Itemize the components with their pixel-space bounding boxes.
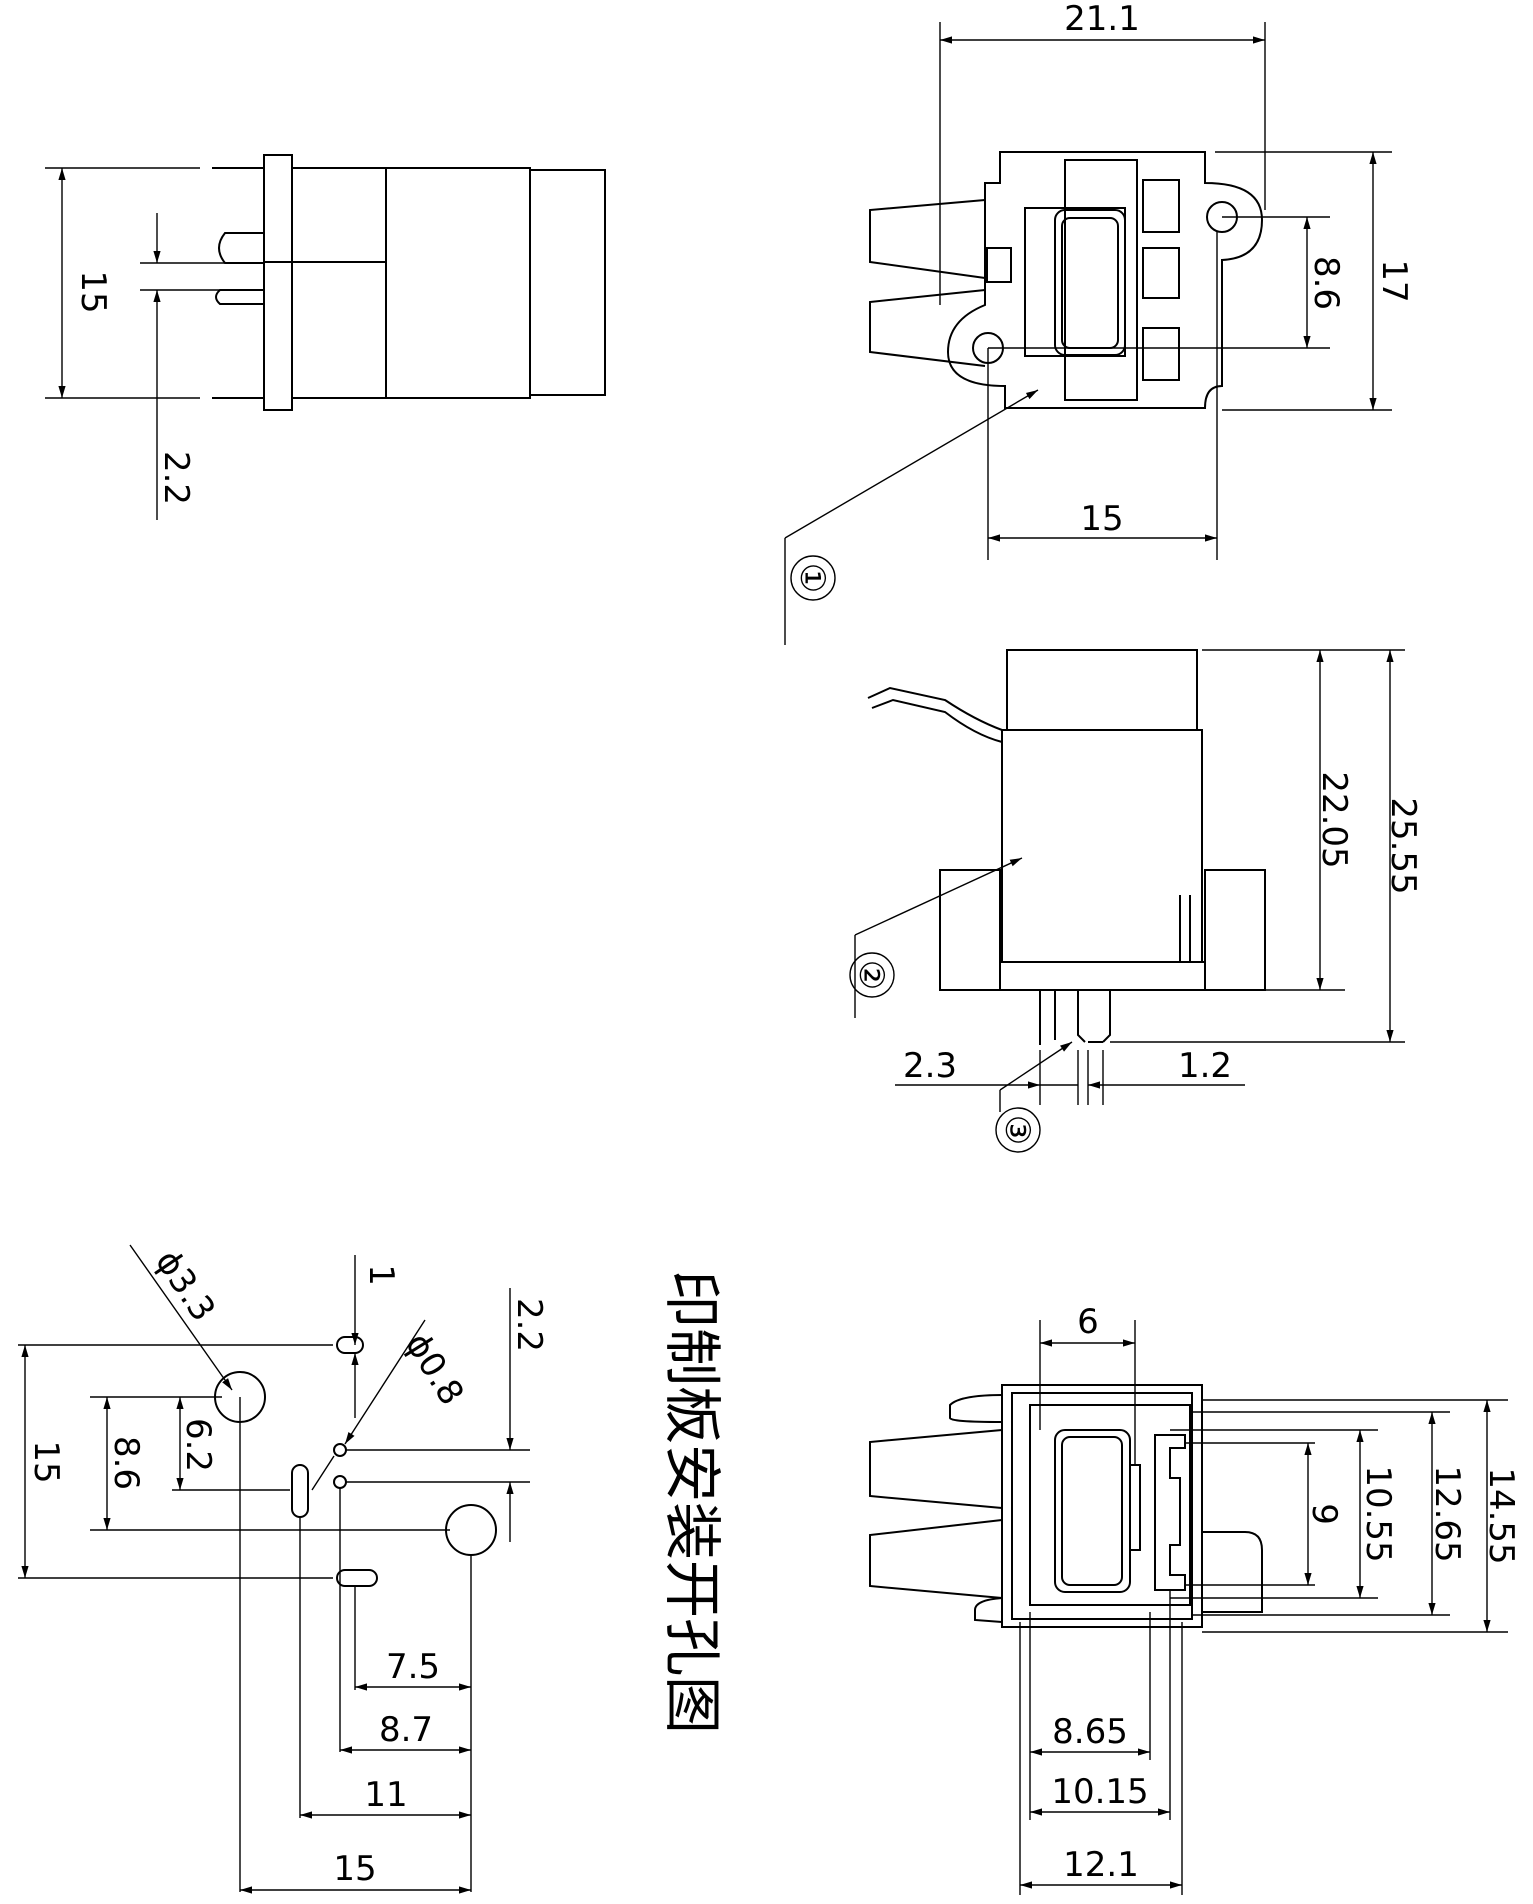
dim-pcb-hole-small: ϕ0.8 <box>397 1326 471 1412</box>
dim-top-span: 15 <box>1080 499 1123 539</box>
dim-pcb-height: 15 <box>26 1440 66 1483</box>
dim-panel-1015: 10.15 <box>1051 1772 1148 1812</box>
dim-panel-865: 8.65 <box>1052 1712 1128 1752</box>
dim-panel-121: 12.1 <box>1063 1845 1139 1885</box>
dim-front-pin-b: 1.2 <box>1178 1046 1232 1086</box>
panel-view: 6 9 10.55 12.65 14.55 8.65 10.15 12.1 <box>869 1302 1521 1895</box>
callout-3: ③ <box>997 1115 1037 1145</box>
dim-panel-1265: 12.65 <box>1427 1465 1467 1562</box>
dim-pcb-11: 11 <box>364 1775 407 1815</box>
dim-panel-1455: 14.55 <box>1481 1467 1521 1564</box>
dim-top-hole: 8.6 <box>1306 256 1346 310</box>
callout-2: ② <box>851 960 891 990</box>
dim-pcb-15: 15 <box>333 1849 376 1889</box>
callout-1: ① <box>792 563 832 593</box>
front-view: 22.05 25.55 2.3 1.2 ② ③ <box>849 649 1423 1153</box>
dim-pcb-75: 7.5 <box>386 1647 440 1687</box>
pcb-hole-title: 印制板安装开孔图 <box>658 1270 726 1734</box>
dim-pcb-gap: 2.2 <box>509 1298 549 1352</box>
pcb-hole-view: 15 8.6 6.2 ϕ3.3 ϕ0.8 1 2.2 7.5 8.7 11 15 <box>18 1243 549 1894</box>
dim-front-body: 22.05 <box>1314 771 1354 868</box>
top-view: 21.1 17 8.6 15 ① <box>784 0 1414 645</box>
dim-front-pin-a: 2.3 <box>903 1046 957 1086</box>
dim-front-total: 25.55 <box>1383 797 1423 894</box>
dim-panel-6: 6 <box>1077 1302 1099 1342</box>
dim-top-depth: 17 <box>1374 259 1414 302</box>
dim-pcb-62: 6.2 <box>178 1418 218 1472</box>
dim-panel-1055: 10.55 <box>1358 1465 1398 1562</box>
dim-side-height: 15 <box>73 270 113 313</box>
dim-pcb-87: 8.7 <box>379 1710 433 1750</box>
dim-pcb-86: 8.6 <box>106 1436 146 1490</box>
dim-panel-9: 9 <box>1304 1503 1344 1525</box>
dim-top-width: 21.1 <box>1064 0 1140 39</box>
dim-side-pin: 2.2 <box>156 451 196 505</box>
side-view: 15 2.2 <box>45 154 606 520</box>
dim-pcb-slot: 1 <box>361 1264 401 1286</box>
